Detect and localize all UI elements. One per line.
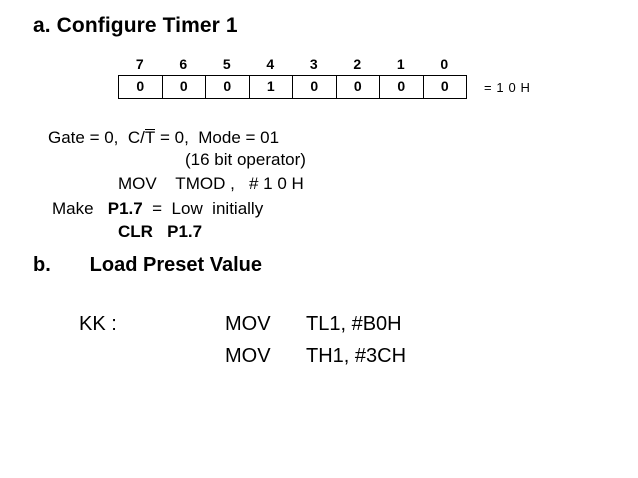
bit-number: 6	[179, 56, 188, 72]
make-suffix-text: = Low initially	[142, 199, 264, 218]
bit-number: 2	[353, 56, 362, 72]
section-b-heading: b. Load Preset Value	[33, 254, 262, 276]
make-p17-low-line: Make P1.7 = Low initially	[52, 199, 263, 219]
counter-timer-bar-symbol: T	[144, 128, 156, 147]
section-a-heading: a. Configure Timer 1	[33, 14, 238, 37]
code-operand: TH1, #3CH	[306, 345, 407, 367]
bit-value-cell: 0	[163, 76, 206, 98]
bit-value-cell: 0	[424, 76, 467, 98]
bit-number: 3	[309, 56, 318, 72]
clr-instruction: CLR P1.7	[118, 222, 203, 241]
mode-note: (16 bit operator)	[185, 150, 306, 169]
bit-number: 0	[440, 56, 449, 72]
bit-number: 7	[135, 56, 144, 72]
bit-value-cell: 0	[119, 76, 163, 98]
bit-number: 5	[222, 56, 231, 72]
code-operand: TL1, #B0H	[306, 313, 402, 335]
bit-number: 4	[266, 56, 275, 72]
code-opcode: MOV	[225, 313, 271, 335]
tmod-field-summary: Gate = 0, C/T = 0, Mode = 01	[48, 128, 279, 148]
bit-number: 1	[396, 56, 405, 72]
bit-value-row: 0 0 0 1 0 0 0 0	[118, 75, 467, 99]
tmod-bit-table: 7 6 5 4 3 2 1 0 0 0 0 1 0 0 0 0	[118, 56, 467, 99]
code-label-kk: KK :	[79, 313, 117, 335]
bit-number-row: 7 6 5 4 3 2 1 0	[118, 56, 467, 75]
bit-value-cell: 0	[293, 76, 337, 98]
mov-tmod-instruction: MOV TMOD , # 1 0 H	[118, 174, 304, 193]
port-pin-label: P1.7	[107, 199, 143, 218]
code-opcode: MOV	[225, 345, 271, 367]
bit-value-cell: 0	[206, 76, 250, 98]
bit-value-cell: 0	[337, 76, 380, 98]
bit-value-cell: 0	[380, 76, 424, 98]
make-prefix-text: Make	[52, 199, 108, 218]
hex-result-label: = 1 0 H	[484, 80, 531, 95]
bit-value-cell: 1	[250, 76, 293, 98]
gate-prefix-text: Gate = 0, C/	[48, 128, 145, 147]
gate-suffix-text: = 0, Mode = 01	[155, 128, 280, 147]
